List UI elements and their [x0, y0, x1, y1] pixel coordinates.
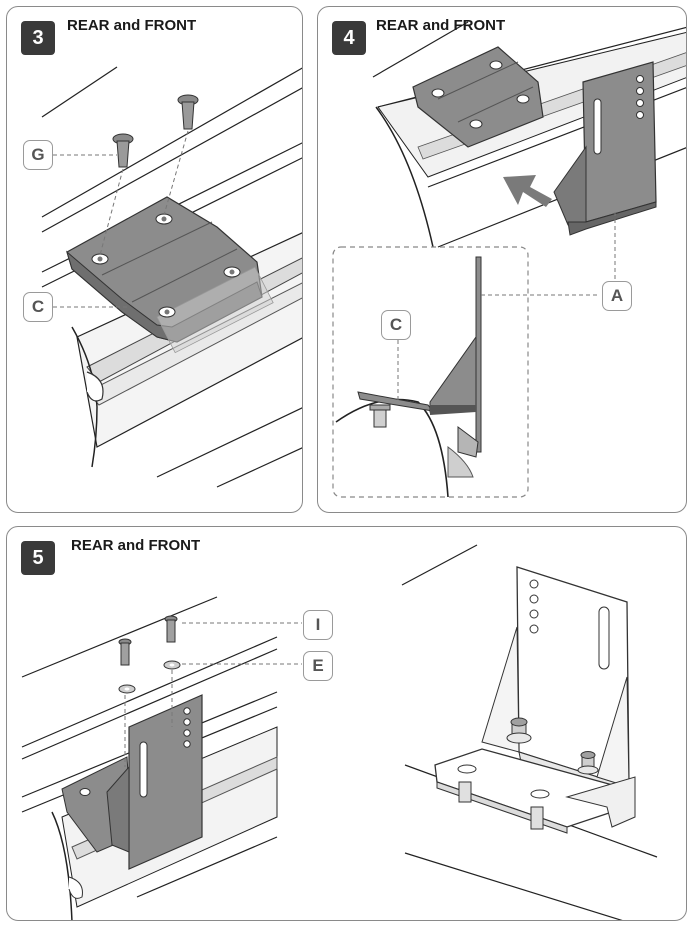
step-4-panel: 4 REAR and FRONT A C — [317, 6, 687, 513]
step-number-badge: 3 — [21, 21, 55, 55]
step-3-illustration — [41, 66, 302, 488]
part-label-i: I — [303, 610, 333, 640]
step-title: REAR and FRONT — [67, 17, 197, 34]
step-4-illustration — [332, 21, 686, 498]
step-5-panel: 5 REAR and FRONT I E — [6, 526, 687, 921]
step-3-panel: 3 REAR and FRONT G C — [6, 6, 303, 513]
part-label-g: G — [23, 140, 53, 170]
step-number-badge: 5 — [21, 541, 55, 575]
step-5-illustration — [21, 544, 658, 920]
part-label-c: C — [23, 292, 53, 322]
step-number-badge: 4 — [332, 21, 366, 55]
part-label-e: E — [303, 651, 333, 681]
step-title: REAR and FRONT — [71, 537, 201, 554]
step-title: REAR and FRONT — [376, 17, 506, 34]
part-label-c: C — [381, 310, 411, 340]
part-label-a: A — [602, 281, 632, 311]
